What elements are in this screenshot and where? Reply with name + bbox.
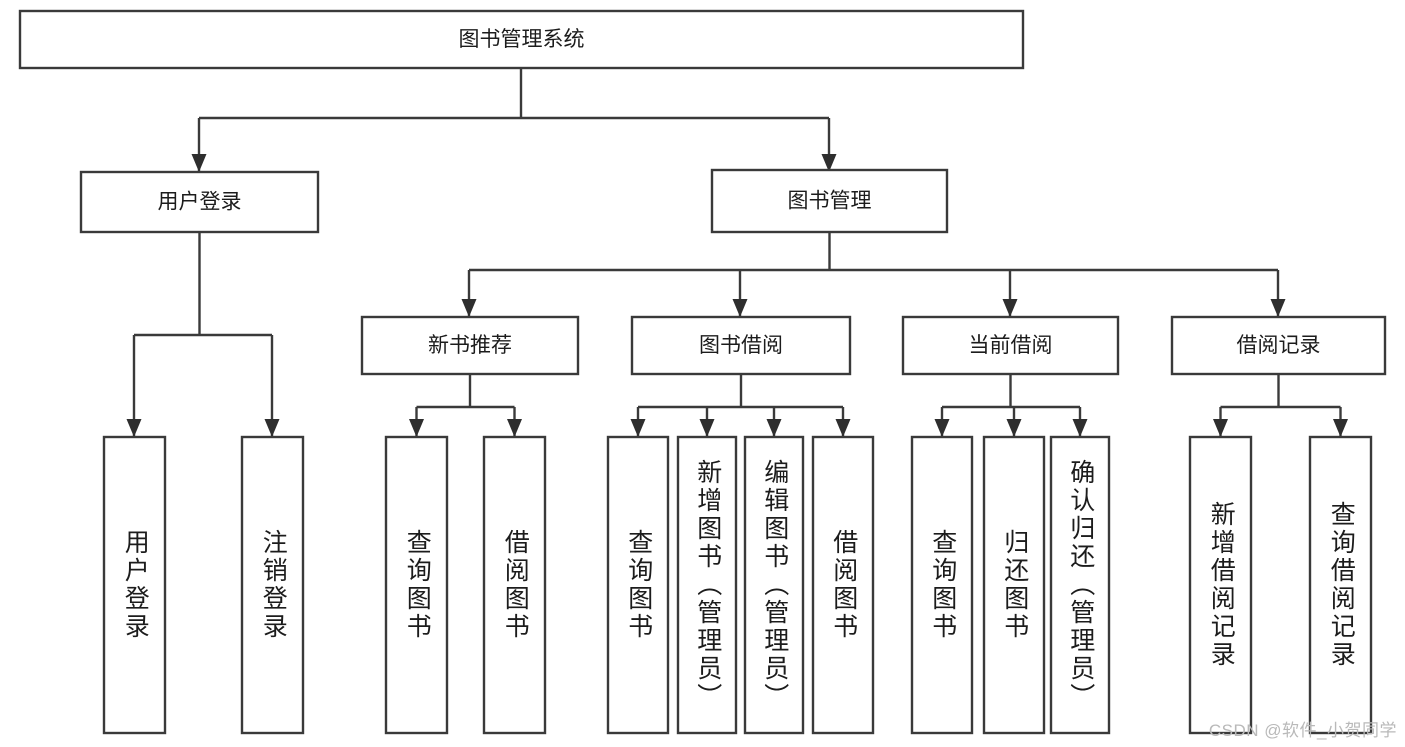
leaf-box-leaf-query-book-2 [606,435,670,735]
node-label-book-borrow: 图书借阅 [699,334,783,357]
leaf-box-leaf-add-record [1188,435,1253,735]
book-manage-to-level3-arrow-1 [732,299,748,317]
leaf-box-leaf-add-book [676,435,738,735]
current-borrow-to-leaves-arrow-1 [1006,419,1022,437]
book-borrow-to-leaves-arrow-3 [835,419,851,437]
leaf-box-leaf-confirm-return [1049,435,1111,735]
current-borrow-to-leaves-arrow-0 [934,419,950,437]
node-label-book-manage: 图书管理 [788,190,872,213]
node-label-borrow-record: 借阅记录 [1237,334,1321,357]
leaf-box-leaf-borrow-book-2 [811,435,875,735]
book-manage-to-level3-arrow-2 [1002,299,1018,317]
leaf-box-leaf-query-book-1 [384,435,449,735]
watermark: CSDN @软件_小贺同学 [1208,721,1397,740]
borrow-record-to-leaves-arrow-1 [1333,419,1348,437]
book-borrow-to-leaves-arrow-0 [630,419,646,437]
new-book-rec-to-leaves-arrow-0 [409,419,424,437]
leaf-box-leaf-borrow-book-1 [482,435,547,735]
node-box-new-book-rec [360,315,580,376]
root-label: 图书管理系统 [459,28,585,51]
book-borrow-to-leaves-arrow-1 [699,419,715,437]
node-box-current-borrow [901,315,1120,376]
node-label-current-borrow: 当前借阅 [969,334,1053,357]
node-box-book-manage [710,168,949,234]
user-login-to-leaves-arrow-1 [264,419,280,437]
leaf-box-leaf-query-book-3 [910,435,974,735]
node-box-borrow-record [1170,315,1387,376]
node-label-user-login: 用户登录 [158,191,242,214]
leaf-box-leaf-query-record [1308,435,1373,735]
box-layer [18,9,1387,735]
leaf-box-leaf-edit-book [743,435,805,735]
leaf-box-leaf-user-login [102,435,167,735]
node-label-new-book-rec: 新书推荐 [428,334,512,357]
current-borrow-to-leaves-arrow-2 [1072,419,1088,437]
user-login-to-leaves-arrow-0 [126,419,142,437]
root-to-level2-arrow-1 [821,154,837,172]
leaf-box-leaf-logout [240,435,305,735]
root-box [18,9,1025,70]
connector-layer [126,68,1348,437]
leaf-box-leaf-return-book [982,435,1046,735]
book-manage-to-level3-arrow-0 [461,299,477,317]
node-box-user-login [79,170,320,234]
borrow-record-to-leaves-arrow-0 [1213,419,1228,437]
book-manage-to-level3-arrow-3 [1270,299,1286,317]
node-box-book-borrow [630,315,852,376]
root-to-level2-arrow-0 [191,154,207,172]
book-borrow-to-leaves-arrow-2 [766,419,782,437]
new-book-rec-to-leaves-arrow-1 [507,419,522,437]
